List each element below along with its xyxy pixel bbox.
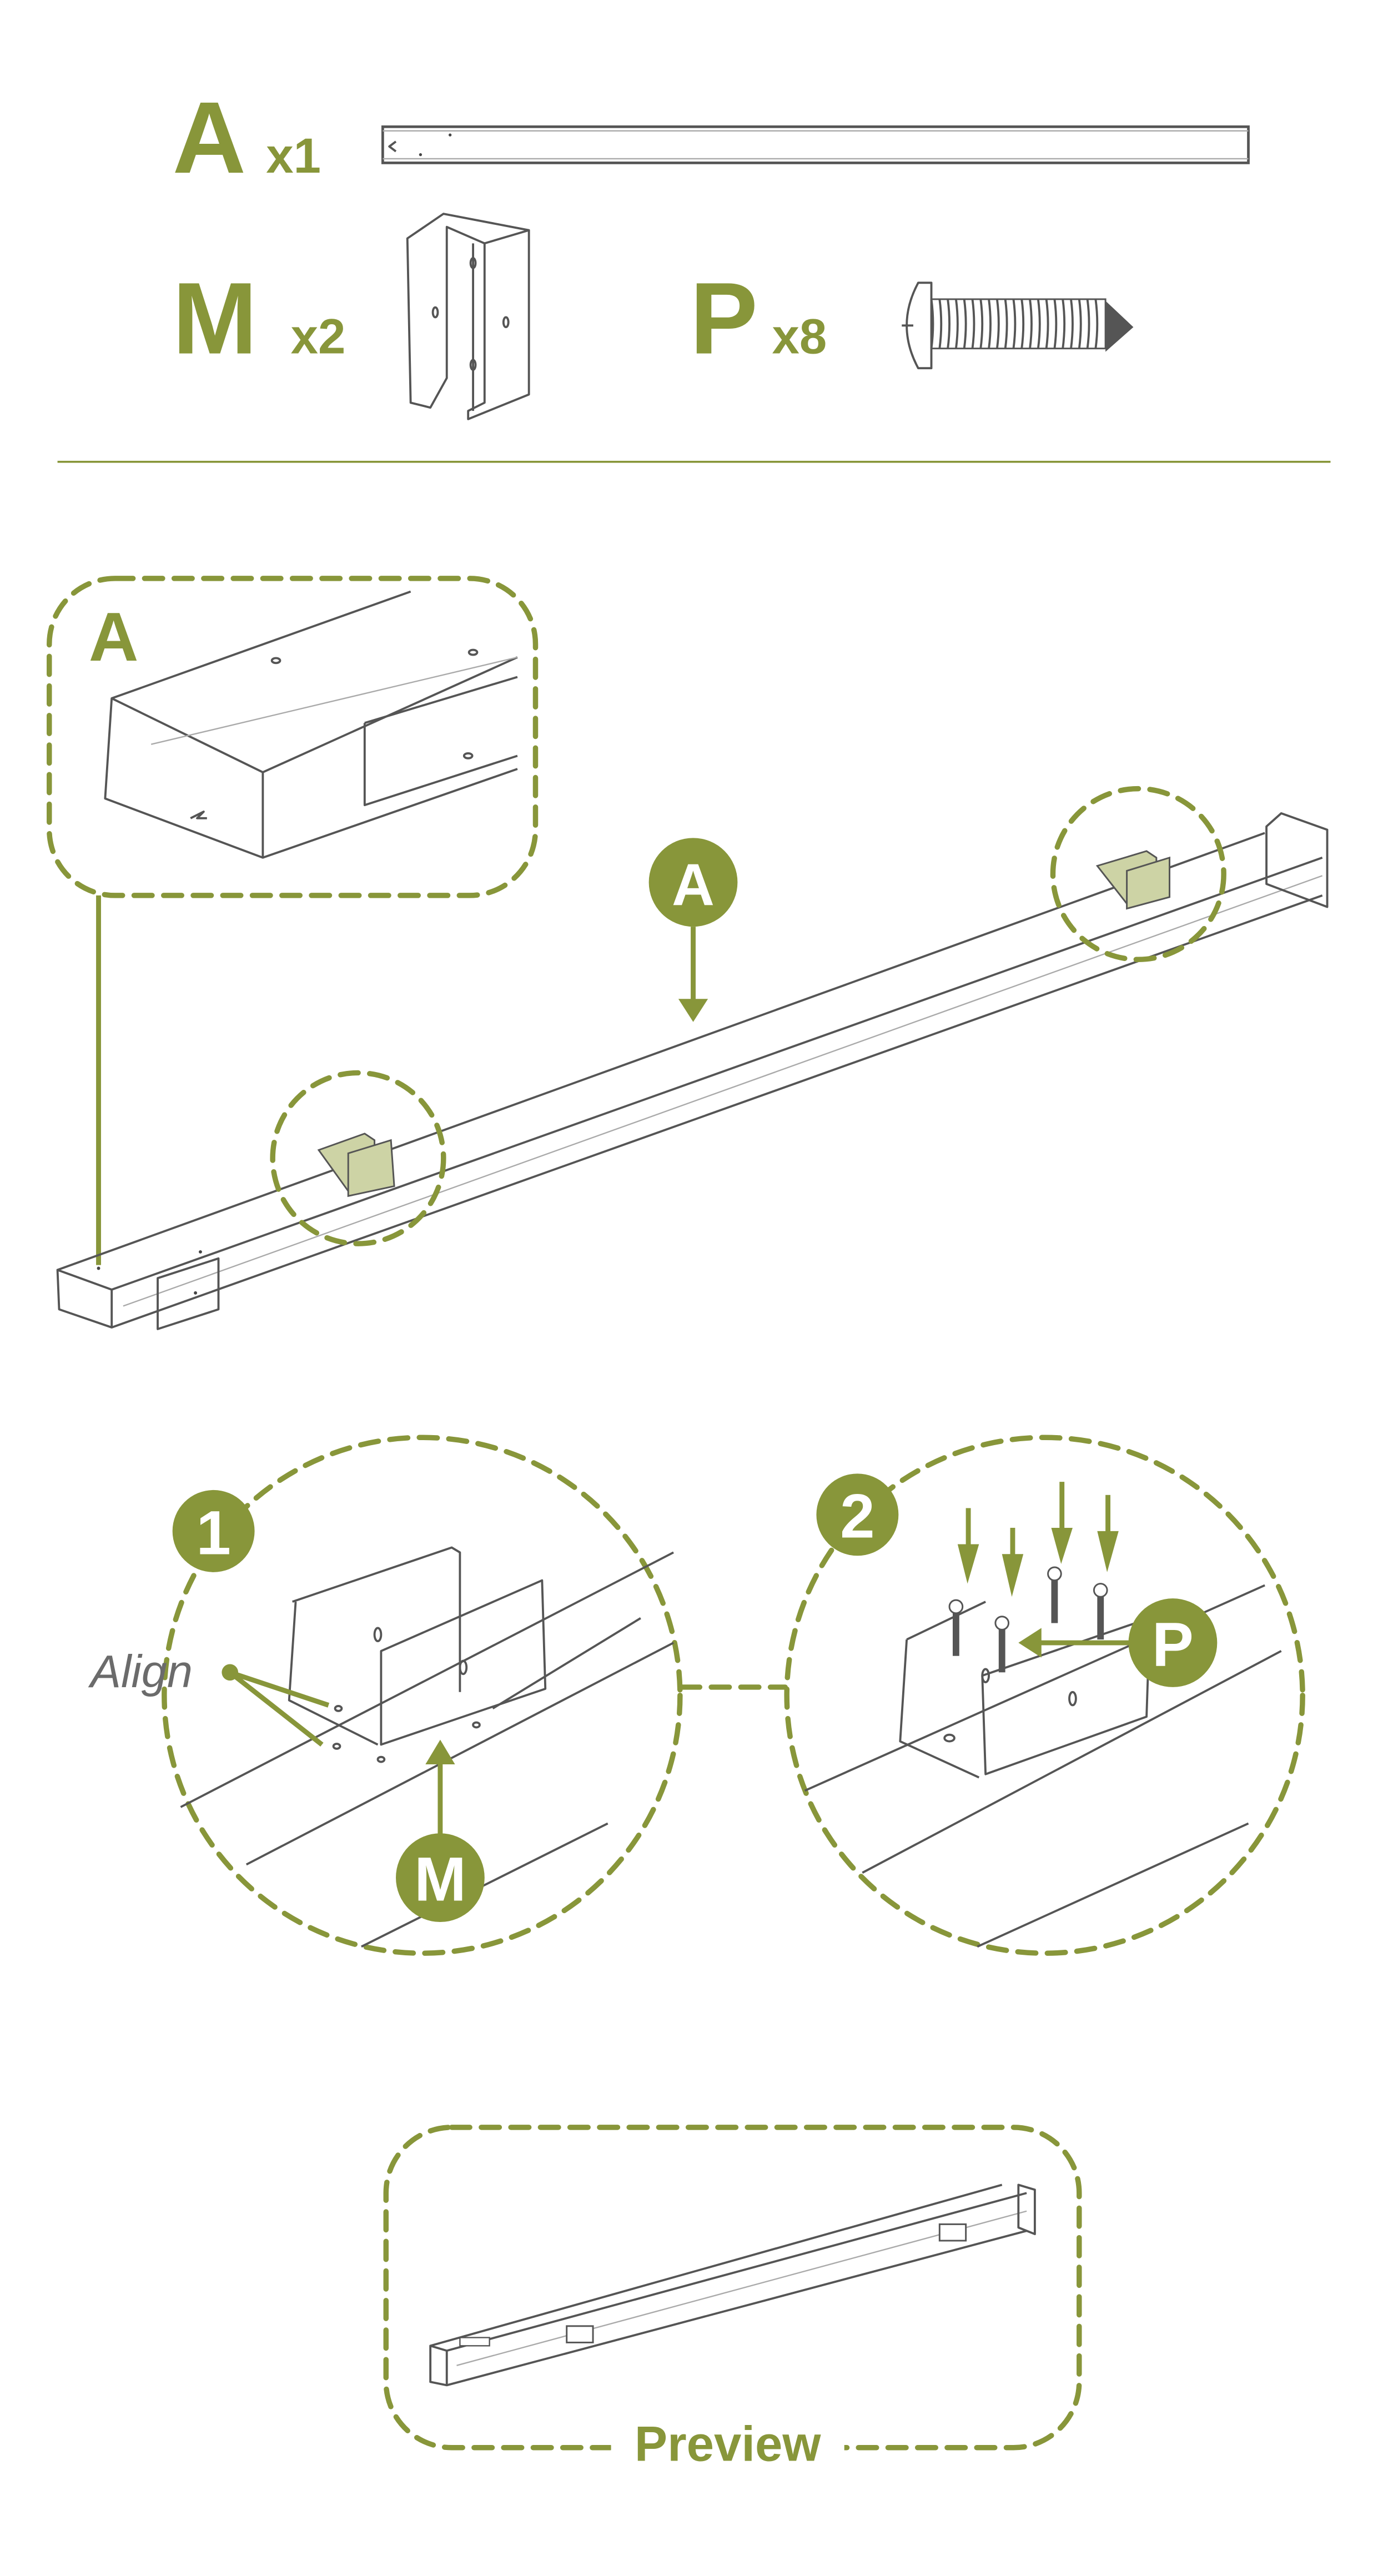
bracket-right-icon bbox=[1095, 850, 1170, 910]
left-bracket-highlight bbox=[270, 1070, 446, 1246]
arrow-up-icon bbox=[425, 1739, 455, 1764]
tube-detail-inset: A bbox=[47, 576, 539, 898]
screw-icon bbox=[902, 281, 1134, 370]
align-hint: Align bbox=[88, 1646, 193, 1697]
preview-label: Preview bbox=[635, 2416, 821, 2471]
tube-side-view bbox=[381, 125, 1250, 164]
inset-label: A bbox=[89, 599, 139, 676]
tube-assembly-view bbox=[56, 812, 1329, 1330]
part-m: M x2 bbox=[173, 213, 530, 420]
arrows-down-icon bbox=[957, 1482, 1119, 1597]
step-1-number: 1 bbox=[196, 1497, 231, 1567]
step-2-number: 2 bbox=[840, 1481, 875, 1551]
part-a-qty: x1 bbox=[266, 128, 321, 183]
step-2: 2 P bbox=[784, 1435, 1305, 1956]
callout-a-label: A bbox=[672, 852, 715, 918]
part-m-qty: x2 bbox=[291, 309, 346, 364]
part-m-letter: M bbox=[173, 261, 258, 375]
right-bracket-highlight bbox=[1050, 786, 1226, 963]
part-p-letter: P bbox=[690, 261, 758, 375]
bracket-left-icon bbox=[317, 1133, 395, 1198]
arrow-left-icon bbox=[1018, 1628, 1042, 1658]
step-2-part: P bbox=[1152, 1609, 1194, 1679]
part-p: P x8 bbox=[690, 261, 1134, 375]
preview-assembly-icon bbox=[429, 2183, 1036, 2387]
preview-panel: Preview bbox=[383, 2125, 1082, 2474]
part-p-qty: x8 bbox=[772, 309, 827, 364]
part-a: A x1 bbox=[173, 80, 1250, 194]
arrow-down-icon bbox=[678, 999, 708, 1022]
part-a-letter: A bbox=[173, 80, 246, 194]
callout-a: A bbox=[648, 838, 738, 1022]
u-bracket-icon bbox=[406, 213, 530, 420]
screws-icon bbox=[948, 1566, 1108, 1673]
step-1-part: M bbox=[414, 1844, 466, 1914]
step-1: 1 Align M bbox=[88, 1435, 683, 1956]
